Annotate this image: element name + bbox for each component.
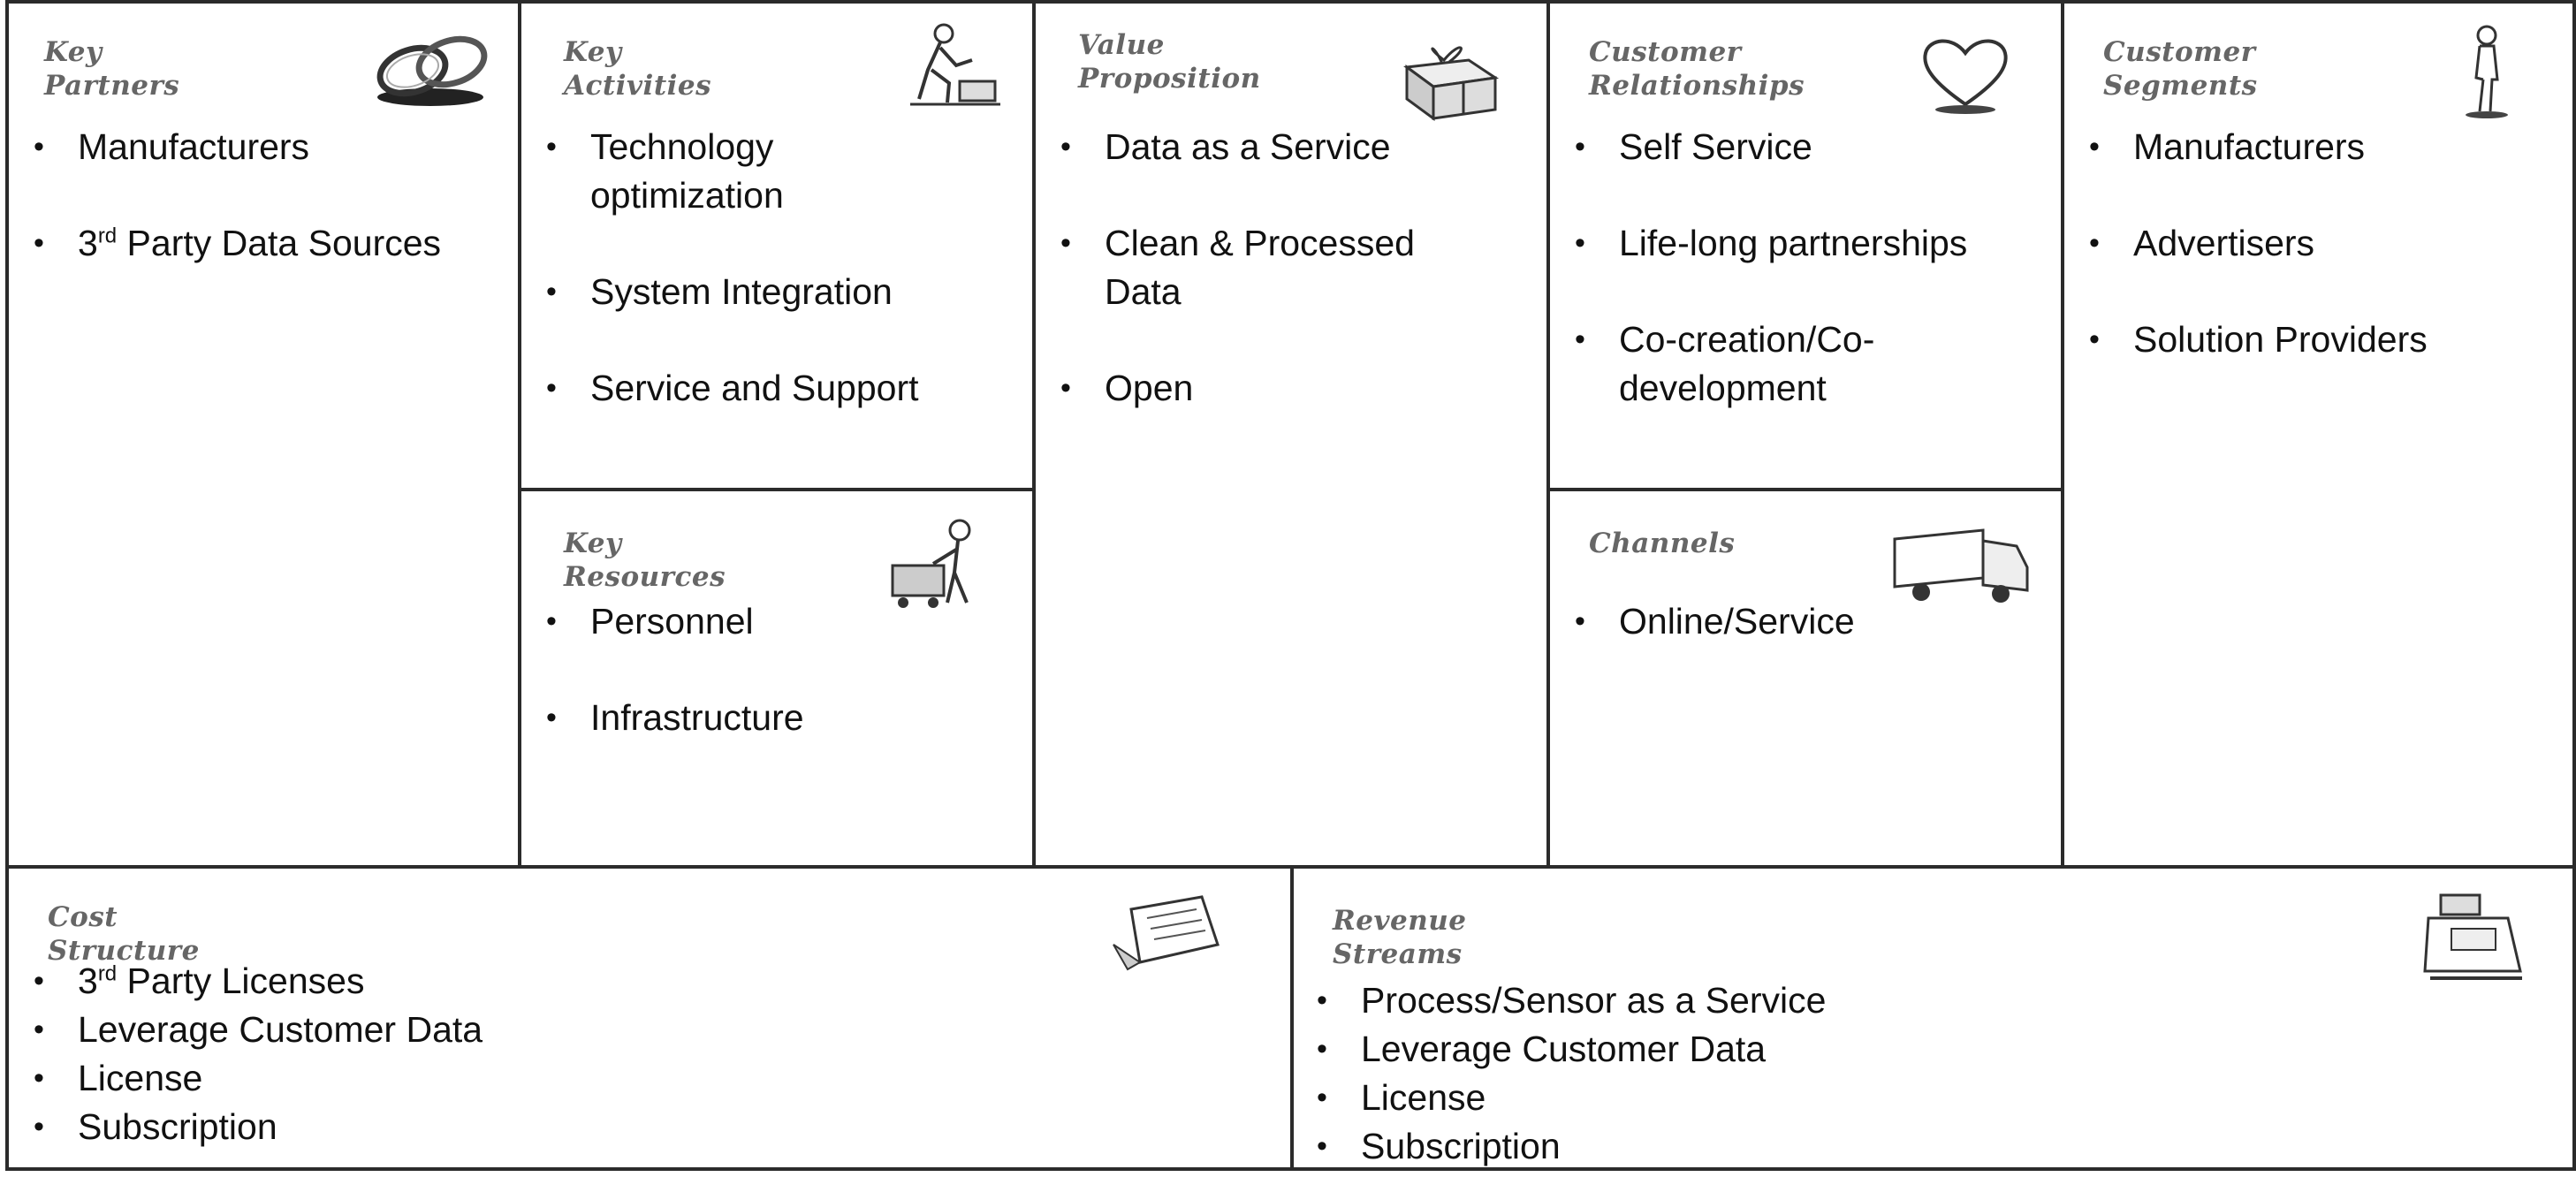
list-item: Solution Providers bbox=[2073, 315, 2568, 364]
list-item: Advertisers bbox=[2073, 219, 2568, 268]
list-item: Data as a Service bbox=[1045, 123, 1539, 171]
list-item: Process/Sensor as a Service bbox=[1301, 976, 2185, 1025]
person-with-cart-icon bbox=[884, 518, 999, 615]
customer-segments-list: Manufacturers Advertisers Solution Provi… bbox=[2073, 123, 2568, 412]
list-item: License bbox=[1301, 1074, 2185, 1122]
list-item: Life-long partnerships bbox=[1559, 219, 2054, 268]
list-item: Open bbox=[1045, 364, 1539, 413]
list-item: Manufacturers bbox=[18, 123, 513, 171]
key-partners-title: Key Partners bbox=[44, 36, 180, 102]
customer-segments-block: Customer Segments Manufacturers Advertis… bbox=[2061, 0, 2576, 869]
heart-icon bbox=[1917, 32, 2014, 116]
list-item: Self Service bbox=[1559, 123, 2054, 171]
key-partners-block: Key Partners Manufacturers 3rd Party Dat… bbox=[5, 0, 521, 869]
list-item: Leverage Customer Data bbox=[1301, 1025, 2185, 1074]
list-item: Service and Support bbox=[530, 364, 1007, 413]
receipt-icon bbox=[1105, 892, 1228, 976]
value-proposition-title: Value Proposition bbox=[1078, 29, 1261, 95]
revenue-streams-list: Process/Sensor as a Service Leverage Cus… bbox=[1301, 976, 2185, 1171]
key-activities-block: Key Activities Technology optimization S… bbox=[518, 0, 1036, 491]
cost-structure-block: Cost Structure 3rd Party Licenses Levera… bbox=[5, 865, 1294, 1171]
list-item: Co-creation/Co-development bbox=[1559, 315, 1937, 413]
revenue-streams-title: Revenue Streams bbox=[1333, 905, 1467, 970]
list-item: 3rd Party Data Sources bbox=[18, 219, 513, 268]
key-partners-list: Manufacturers 3rd Party Data Sources bbox=[18, 123, 513, 315]
list-item: Personnel bbox=[530, 597, 1007, 646]
channels-title: Channels bbox=[1589, 528, 1736, 559]
customer-relationships-list: Self Service Life-long partnerships Co-c… bbox=[1559, 123, 2054, 460]
list-item: Manufacturers bbox=[2073, 123, 2568, 171]
standing-person-icon bbox=[2453, 23, 2524, 120]
list-item: Infrastructure bbox=[530, 694, 1007, 742]
channels-block: Channels Online/Service bbox=[1546, 488, 2064, 869]
revenue-streams-block: Revenue Streams Process/Sensor as a Serv… bbox=[1290, 865, 2576, 1171]
customer-relationships-block: Customer Relationships Self Service Life… bbox=[1546, 0, 2064, 491]
delivery-truck-icon bbox=[1886, 523, 2036, 611]
gift-box-icon bbox=[1389, 34, 1513, 122]
key-activities-title: Key Activities bbox=[564, 36, 712, 102]
linked-rings-icon bbox=[367, 28, 499, 112]
list-item: System Integration bbox=[530, 268, 1007, 316]
list-item: Technology optimization bbox=[530, 123, 802, 220]
key-resources-title: Key Resources bbox=[564, 528, 726, 593]
cash-register-icon bbox=[2416, 886, 2531, 992]
list-item: Clean & Processed Data bbox=[1045, 219, 1476, 316]
list-item: Online/Service bbox=[1559, 597, 2054, 646]
key-resources-block: Key Resources Personnel Infrastructure bbox=[518, 488, 1036, 869]
key-resources-list: Personnel Infrastructure bbox=[530, 597, 1007, 790]
value-proposition-block: Value Proposition Data as a Service Clea… bbox=[1032, 0, 1550, 869]
key-activities-list: Technology optimization System Integrati… bbox=[530, 123, 1007, 460]
channels-list: Online/Service bbox=[1559, 597, 2054, 694]
list-item: Subscription bbox=[1301, 1122, 2185, 1171]
customer-relationships-title: Customer Relationships bbox=[1589, 36, 1805, 102]
list-item: Leverage Customer Data bbox=[18, 1006, 725, 1054]
customer-segments-title: Customer Segments bbox=[2103, 36, 2258, 102]
worker-icon bbox=[901, 21, 1007, 110]
value-proposition-list: Data as a Service Clean & Processed Data… bbox=[1045, 123, 1539, 460]
list-item: License bbox=[18, 1054, 725, 1103]
list-item: Subscription bbox=[18, 1103, 725, 1151]
cost-structure-list: 3rd Party Licenses Leverage Customer Dat… bbox=[18, 957, 725, 1151]
list-item: 3rd Party Licenses bbox=[18, 957, 725, 1006]
